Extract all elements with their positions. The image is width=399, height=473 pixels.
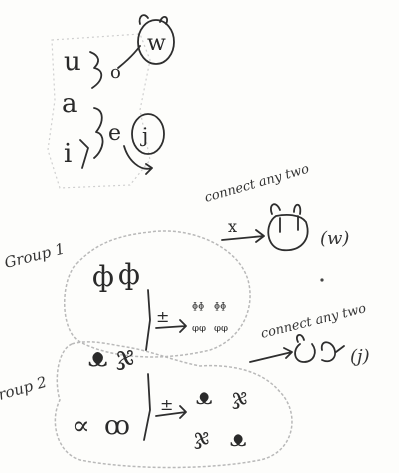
svg-text:w: w (147, 31, 166, 56)
circled-w: w (138, 15, 174, 64)
j-paren: (j) (350, 346, 370, 367)
pm-1: ± (156, 307, 169, 326)
svg-text:j: j (140, 123, 148, 147)
g1-right-glyph: ф (118, 258, 140, 291)
g1-left-glyph: ф (92, 260, 114, 293)
arrow-to-j-glyph (250, 348, 292, 362)
svg-text:ᵠᵠ: ᵠᵠ (214, 321, 228, 340)
pm-2: ± (160, 395, 173, 414)
connect-label-top: connect any two (203, 162, 311, 206)
vowel-i: i (64, 139, 72, 169)
g2-result-glyphs: ᴥ ჯ ჯ ᴥ (194, 385, 247, 452)
bracket-uo (90, 52, 101, 88)
w-combo-glyph (268, 204, 307, 250)
vowel-u: u (64, 47, 81, 77)
svg-text:ᴥ: ᴥ (230, 427, 246, 452)
connect-label-bottom: connect any two (259, 301, 368, 342)
g2-bottom-left-glyph: ∝ (72, 411, 90, 441)
w-paren: (w) (320, 228, 349, 249)
svg-text:ჯ: ჯ (232, 385, 247, 410)
vowel-o: o (110, 62, 121, 83)
svg-text:ᴥ: ᴥ (196, 385, 212, 410)
svg-text:ᶲᶲ: ᶲᶲ (214, 299, 226, 318)
stray-dot (320, 278, 323, 281)
g2-divider (144, 374, 150, 440)
bracket-ae (94, 108, 103, 158)
svg-text:ᵠᵠ: ᵠᵠ (192, 321, 206, 340)
x-mark: x (228, 217, 237, 236)
g1-result-glyphs: ᶲᶲ ᵠᵠ ᶲᶲ ᵠᵠ (192, 299, 228, 340)
g2-bottom-right-glyph: ꝏ (104, 411, 130, 441)
g1-divider (146, 290, 150, 350)
vowel-e: e (108, 121, 121, 146)
vowel-a: a (62, 89, 78, 119)
g2-left-glyph: ᴥ (88, 343, 107, 373)
group2-label: roup 2 (0, 373, 49, 404)
bracket-i (80, 140, 88, 168)
svg-text:ᶲᶲ: ᶲᶲ (192, 299, 204, 318)
arrow-o-to-w (118, 46, 140, 68)
g2-right-glyph: ჯ (116, 341, 134, 371)
svg-text:ჯ: ჯ (194, 425, 209, 450)
j-combo-glyph (295, 335, 344, 362)
group1-label: Group 1 (3, 239, 67, 271)
